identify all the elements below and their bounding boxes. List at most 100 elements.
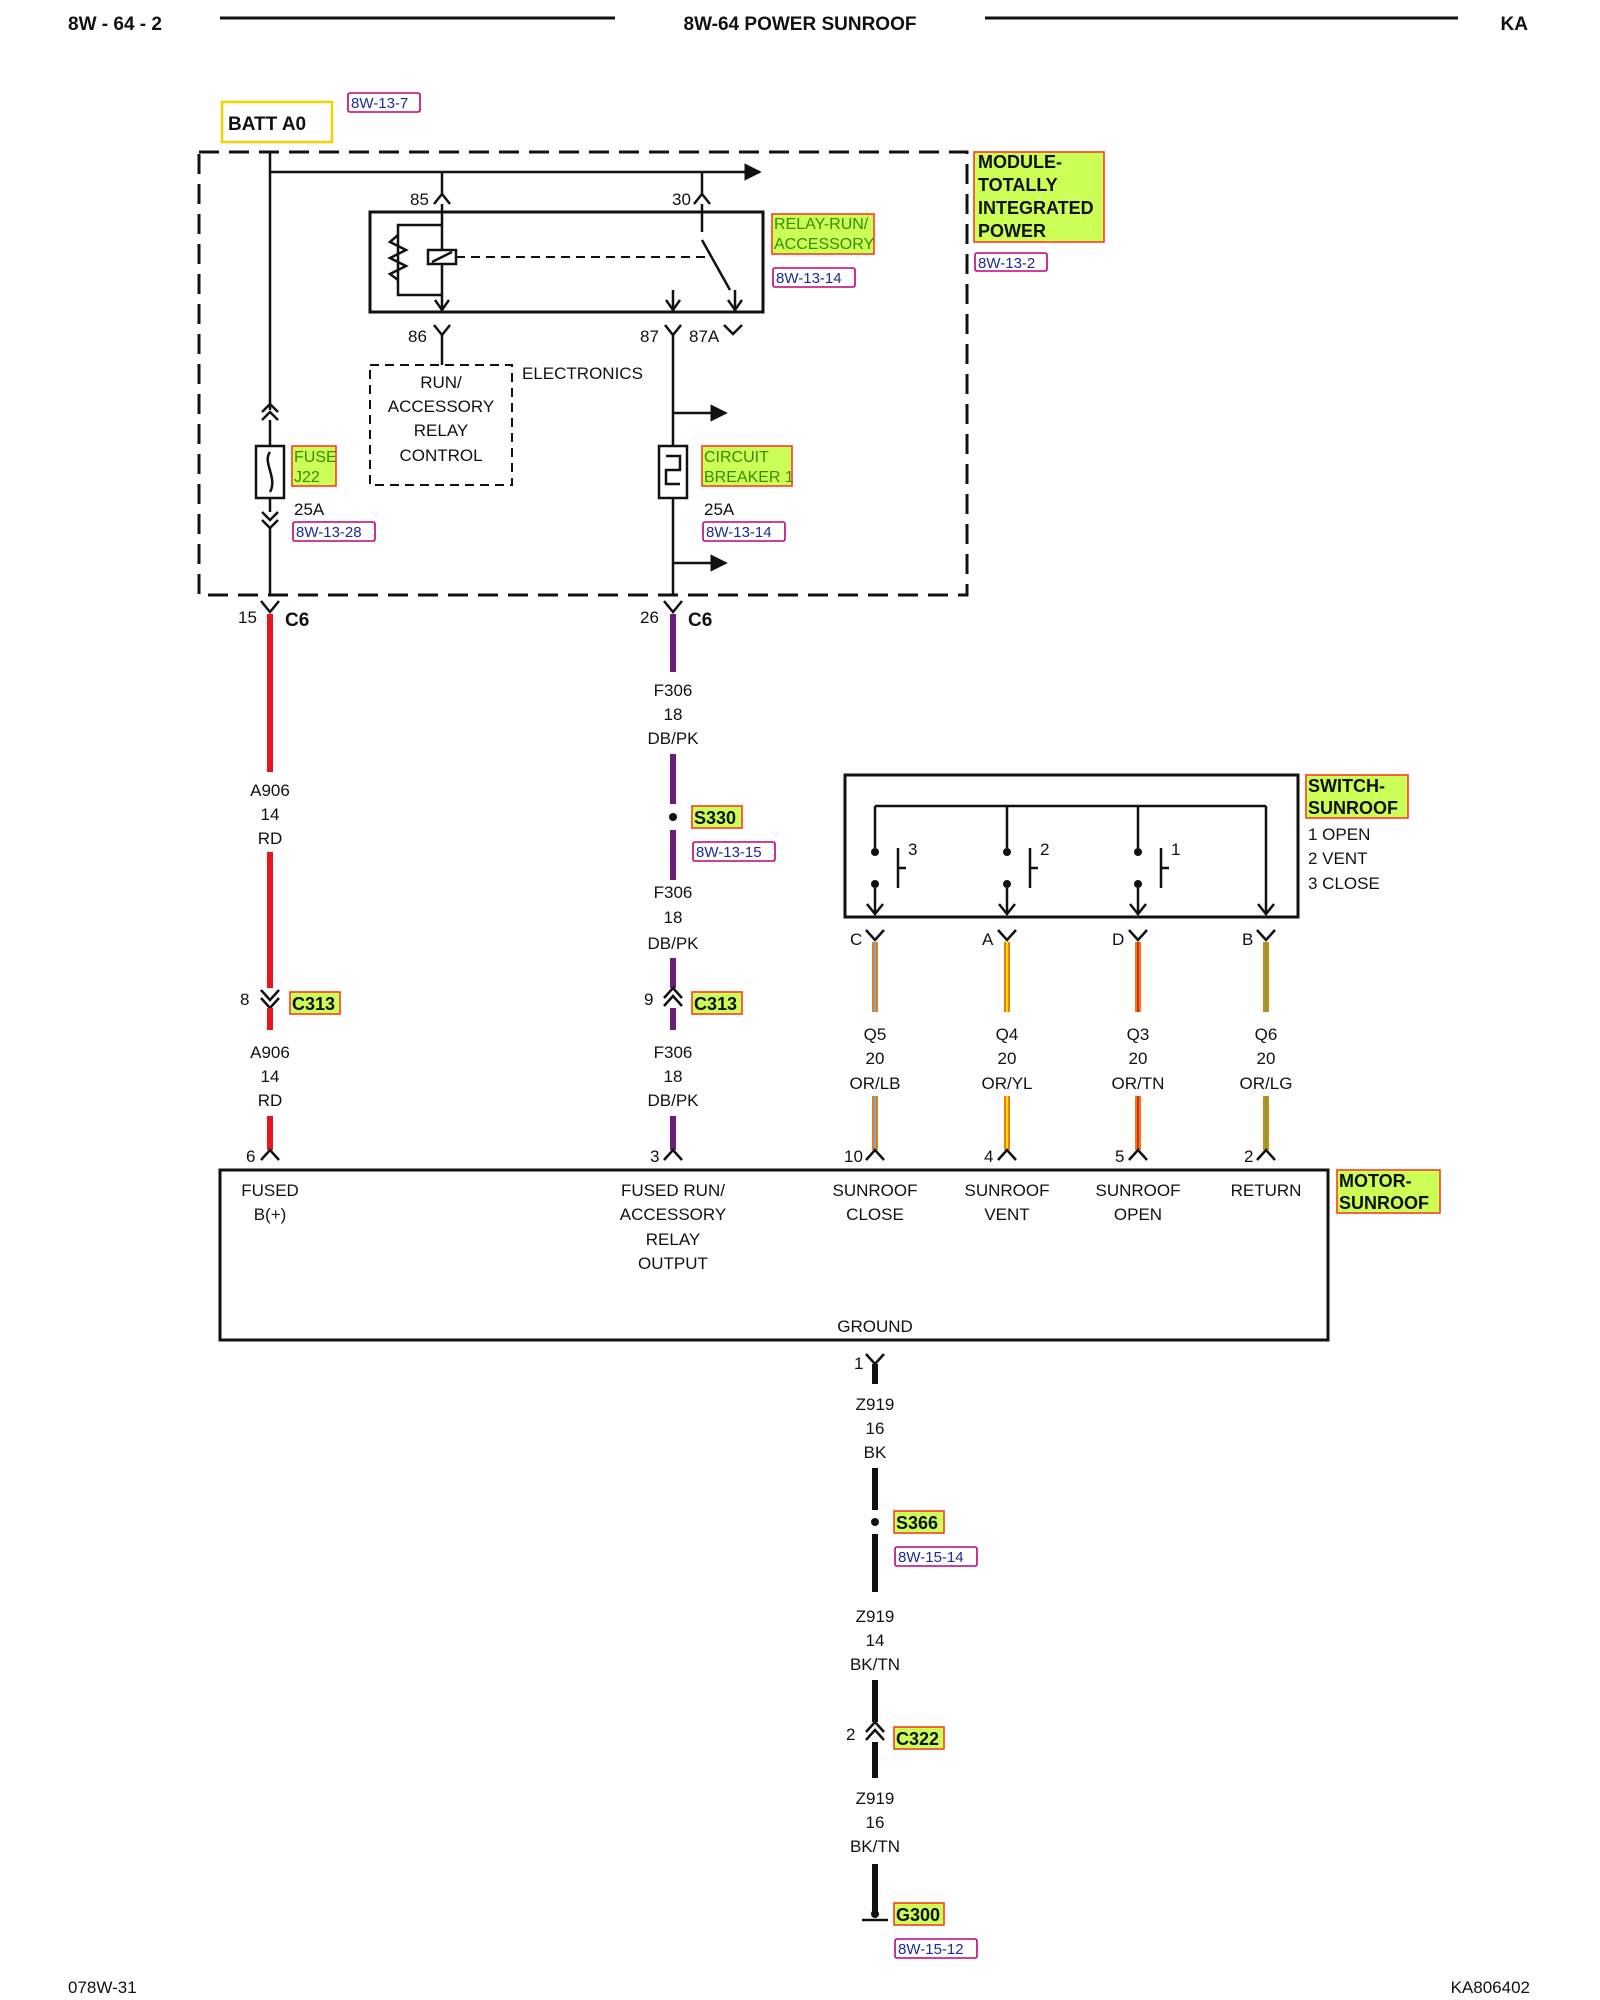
page-title: 8W-64 POWER SUNROOF [684, 14, 917, 35]
q3-color: OR/TN [1112, 1074, 1165, 1093]
switch-pin-c-connector [865, 929, 885, 942]
relay-name-2: ACCESSORY [774, 236, 875, 253]
a906-upper-color: RD [258, 829, 283, 848]
g300-label: G300 [896, 1905, 940, 1925]
circuit-breaker-icon [657, 444, 689, 500]
a906-lower-gauge: 14 [261, 1067, 280, 1086]
motor-ground-label: GROUND [837, 1317, 913, 1336]
switch-legend-3: 3 CLOSE [1308, 874, 1380, 893]
c313-pin9-connector [663, 986, 683, 1007]
batt-label: BATT A0 [228, 114, 306, 135]
batt-ref[interactable]: 8W-13-7 [351, 95, 408, 112]
motor-vent-2: VENT [984, 1205, 1029, 1224]
q3-circuit: Q3 [1127, 1025, 1150, 1044]
motor-fused-1: FUSED [241, 1181, 299, 1200]
motor-pin6-connector [260, 1148, 280, 1161]
fuse-rating: 25A [294, 500, 325, 519]
pin87-connector [664, 324, 682, 338]
z919-3-gauge: 16 [866, 1813, 885, 1832]
pin86-connector [433, 324, 451, 338]
c313-label-left: C313 [292, 994, 335, 1014]
z919-2-gauge: 14 [866, 1631, 885, 1650]
tipm-label-highlight [973, 151, 1105, 243]
s330-ref[interactable]: 8W-13-15 [696, 844, 762, 861]
c313-left-highlight [289, 991, 341, 1015]
relay-ref[interactable]: 8W-13-14 [776, 270, 842, 287]
f306-top-color: DB/PK [647, 729, 699, 748]
q6-circuit: Q6 [1255, 1025, 1278, 1044]
relay-pin87a-arrow [726, 299, 744, 313]
tipm-ref-box [974, 252, 1048, 272]
c6-label-left: C6 [285, 610, 309, 631]
relay-control-box [369, 364, 513, 486]
motor-pin10-connector [865, 1148, 885, 1161]
f306-low-color: DB/PK [647, 1091, 699, 1110]
switch-contact-close [866, 806, 906, 917]
f306-low-circuit: F306 [654, 1043, 693, 1062]
relay-pin85: 85 [410, 190, 429, 209]
q4-color: OR/YL [981, 1074, 1032, 1093]
z919-1-color: BK [864, 1443, 887, 1462]
fuse-element [266, 451, 274, 493]
switch-name-2: SUNROOF [1308, 798, 1398, 818]
switch-pin-b-connector [1256, 929, 1276, 942]
f306-top-circuit: F306 [654, 681, 693, 700]
batt-box [220, 100, 334, 144]
relay-resistor-icon [387, 234, 409, 281]
page-code: 8W - 64 - 2 [68, 14, 162, 35]
z919-1-circuit: Z919 [856, 1395, 895, 1414]
relay-control-3: RELAY [414, 421, 469, 440]
relay-pin87-arrow [664, 299, 682, 313]
motor-open-1: SUNROOF [1096, 1181, 1181, 1200]
switch-pin-d-connector [1128, 929, 1148, 942]
fuse-name-2: J22 [294, 469, 320, 486]
fuse-bottom-connector [261, 511, 279, 530]
s366-ref[interactable]: 8W-15-14 [898, 1549, 964, 1566]
switch-pin-c: C [850, 930, 862, 949]
electronics-label: ELECTRONICS [522, 364, 643, 383]
z919-2-circuit: Z919 [856, 1607, 895, 1626]
tipm-ref[interactable]: 8W-13-2 [978, 255, 1035, 272]
f306-mid-gauge: 18 [664, 908, 683, 927]
motor-close-2: CLOSE [846, 1205, 904, 1224]
motor-sunroof [218, 1168, 1330, 1342]
c313-pin8: 8 [240, 990, 249, 1009]
relay-control-4: CONTROL [399, 446, 482, 465]
c6-label-right: C6 [688, 610, 712, 631]
motor-pin1: 1 [854, 1354, 863, 1373]
c322-connector [865, 1720, 885, 1741]
a906-lower-circuit: A906 [250, 1043, 290, 1062]
fuse-ref[interactable]: 8W-13-28 [296, 524, 362, 541]
a906-upper-circuit: A906 [250, 781, 290, 800]
motor-return: RETURN [1231, 1181, 1302, 1200]
z919-1-gauge: 16 [866, 1419, 885, 1438]
c322-label: C322 [896, 1729, 939, 1749]
tipm-name-4: POWER [978, 221, 1046, 241]
q3-gauge: 20 [1129, 1049, 1148, 1068]
c322-highlight [893, 1726, 945, 1750]
motor-fused-2: B(+) [254, 1205, 287, 1224]
c6-pin15-connector [260, 600, 280, 614]
breaker-rating: 25A [704, 500, 735, 519]
motor-pin2: 2 [1244, 1147, 1253, 1166]
relay-pin87: 87 [640, 327, 659, 346]
tipm-name-3: INTEGRATED [978, 198, 1094, 218]
motor-pin3-connector [663, 1148, 683, 1161]
g300-highlight [893, 1902, 945, 1926]
s330-highlight [691, 805, 743, 829]
c313-right-highlight [691, 991, 743, 1015]
z919-3-color: BK/TN [850, 1837, 900, 1856]
q6-color: OR/LG [1240, 1074, 1293, 1093]
breaker-ref[interactable]: 8W-13-14 [706, 524, 772, 541]
s366-ref-box [894, 1546, 978, 1567]
c322-pin: 2 [846, 1725, 855, 1744]
relay-label-highlight [771, 213, 875, 255]
breaker-name-2: BREAKER 1 [704, 469, 794, 486]
fuse-name-1: FUSE [294, 449, 337, 466]
batt-ref-box [347, 92, 421, 113]
g300-ref[interactable]: 8W-15-12 [898, 1941, 964, 1958]
a906-upper-gauge: 14 [261, 805, 280, 824]
switch-contact-label-1: 1 [1171, 840, 1180, 859]
motor-pin5: 5 [1115, 1147, 1124, 1166]
switch-pin-d: D [1112, 930, 1124, 949]
